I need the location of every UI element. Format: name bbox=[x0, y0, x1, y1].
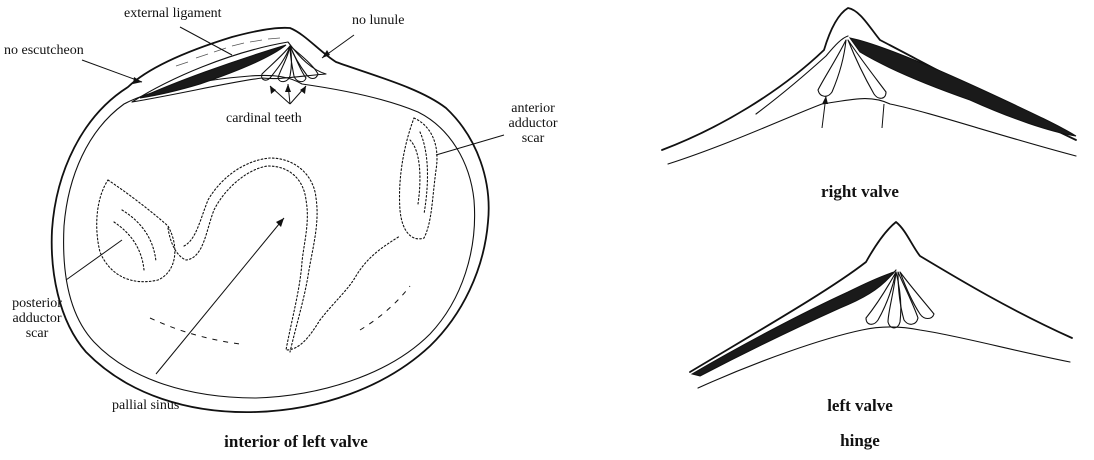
growth-line bbox=[150, 318, 240, 344]
label-cardinal-teeth: cardinal teeth bbox=[226, 111, 302, 126]
label-no-escutcheon: no escutcheon bbox=[4, 43, 84, 58]
label-posterior-adductor-scar: posterior adductor scar bbox=[2, 296, 72, 341]
label-anterior-line2: adductor bbox=[498, 116, 568, 131]
right-valve-outer bbox=[662, 8, 1076, 150]
shell-outline bbox=[52, 28, 489, 412]
label-posterior-line3: scar bbox=[2, 326, 72, 341]
left-valve-drawing bbox=[690, 222, 1072, 388]
label-anterior-adductor-scar: anterior adductor scar bbox=[498, 101, 568, 146]
pallial-sinus-line bbox=[168, 166, 400, 350]
anterior-adductor-scar-shape bbox=[400, 118, 438, 239]
right-valve-ligament bbox=[850, 38, 1076, 136]
caption-right-valve: right valve bbox=[800, 182, 920, 202]
label-anterior-line1: anterior bbox=[498, 101, 568, 116]
label-external-ligament: external ligament bbox=[124, 6, 222, 21]
interior-left-valve-drawing bbox=[52, 28, 489, 412]
right-valve-drawing bbox=[662, 8, 1076, 164]
label-pallial-sinus: pallial sinus bbox=[112, 398, 179, 413]
label-posterior-line1: posterior bbox=[2, 296, 72, 311]
caption-interior-left-valve: interior of left valve bbox=[176, 432, 416, 452]
caption-hinge: hinge bbox=[800, 431, 920, 451]
label-anterior-line3: scar bbox=[498, 131, 568, 146]
posterior-adductor-scar-shape bbox=[97, 180, 175, 282]
left-valve-ligament bbox=[692, 272, 894, 376]
left-valve-inner bbox=[698, 327, 1070, 388]
label-no-lunule: no lunule bbox=[352, 13, 405, 28]
caption-left-valve: left valve bbox=[800, 396, 920, 416]
label-posterior-line2: adductor bbox=[2, 311, 72, 326]
interior-pointers bbox=[66, 27, 504, 374]
